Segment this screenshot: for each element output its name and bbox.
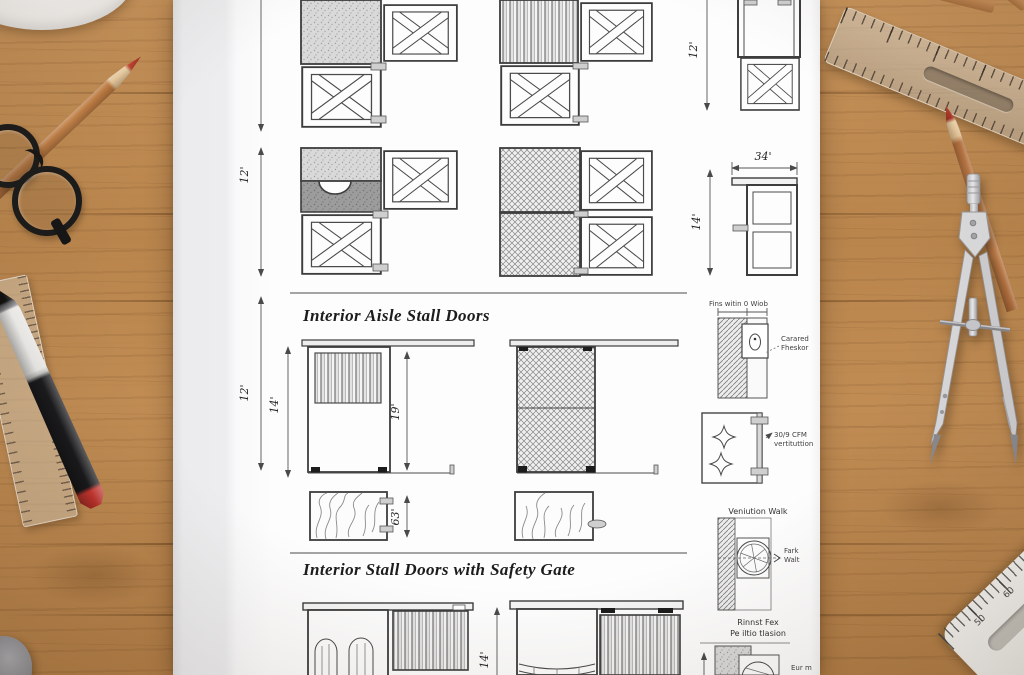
compass-leg-left <box>930 249 974 445</box>
ventilation-wall-detail: Veniution Walk Fark Walt <box>717 507 800 611</box>
dim-section1-left: 12' <box>238 147 265 277</box>
fan-detail-title: Veniution Walk <box>728 507 788 516</box>
dutch-door-assembly-d <box>499 147 653 277</box>
sliding-door-slat: 14' 19' <box>268 339 475 478</box>
dim-12ft-right: 12' <box>687 41 700 58</box>
latch-detail-title: Fins witin 0 Wiob <box>709 300 768 308</box>
dutch-door-assembly-c <box>300 147 458 275</box>
dim-19ft: 19' <box>389 403 402 420</box>
wood-door-left: 63' <box>309 491 411 541</box>
bottom-fan-detail: Rinnst Fex Pe iltio tlasion Eur m <box>700 618 812 675</box>
stall-door-drawing: 12' 12' 34' 14' <box>238 0 813 675</box>
document-paper <box>173 0 820 675</box>
vent-panel-detail: 30/9 CFM vertituttion <box>701 412 813 484</box>
drafting-compass <box>930 173 1018 465</box>
latch-note-line1: Carared <box>781 335 809 343</box>
sliding-door-mesh <box>509 339 679 475</box>
bottom-title-line2: Pe iltio tlasion <box>730 629 786 638</box>
compass-leg-right <box>978 251 1018 446</box>
wood-knot <box>30 545 160 605</box>
latch-detail: Fins witin 0 Wiob Carared Fheskor <box>709 300 809 399</box>
safety-gate-door-left: 14' <box>302 602 501 675</box>
heading-safety-gate-doors: Interior Stall Doors with Safety Gate <box>303 560 576 579</box>
vent-note-line1: 30/9 CFM <box>774 431 807 439</box>
dim-34ft: 34' <box>754 150 771 163</box>
dim-63: 63' <box>389 508 402 525</box>
heading-aisle-stall-doors: Interior Aisle Stall Doors <box>303 306 490 325</box>
dim-14ft-door: 14' <box>268 396 281 413</box>
dim-12ft-section2: 12' <box>238 384 251 401</box>
safety-gate-door-right <box>509 600 684 675</box>
bottom-note: Eur m <box>791 664 812 672</box>
tall-door-elevation: 12' <box>687 0 801 111</box>
bottom-title-line1: Rinnst Fex <box>737 618 779 627</box>
eyeglasses-lens <box>12 166 82 236</box>
fan-note-line1: Fark <box>784 547 800 555</box>
dim-12ft-row2: 12' <box>238 166 251 183</box>
vent-note-line2: vertituttion <box>774 440 813 448</box>
panel-door-elevation: 34' 14' <box>690 150 798 276</box>
dutch-door-assembly-b <box>499 0 653 126</box>
latch-note-line2: Fheskor <box>781 344 809 352</box>
wood-knot <box>880 480 1000 535</box>
dim-14ft-right: 14' <box>690 213 703 230</box>
wood-door-right <box>514 491 607 541</box>
dutch-door-assembly-a <box>300 0 458 128</box>
dim-section2-left: 12' <box>238 296 265 471</box>
compass-knob <box>966 173 981 205</box>
fan-note-line2: Walt <box>784 556 800 564</box>
dim-14ft-section3: 14' <box>478 651 491 668</box>
